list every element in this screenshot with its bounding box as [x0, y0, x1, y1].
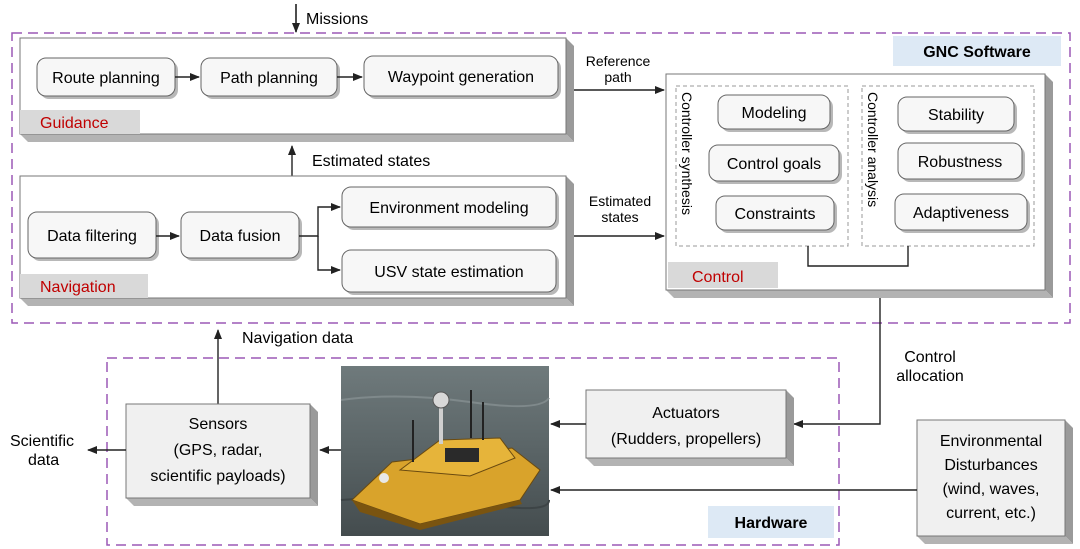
- hardware-label-bg: [708, 506, 834, 538]
- svg-text:(Rudders, propellers): (Rudders, propellers): [611, 431, 761, 448]
- modeling-block: Modeling: [717, 94, 833, 132]
- estimated-states-top-label: Estimated states: [312, 153, 430, 170]
- estimated-states-right-label-1: Estimated: [589, 193, 651, 209]
- svg-text:Robustness: Robustness: [918, 154, 1003, 171]
- reference-path-label-1: Reference: [586, 53, 651, 69]
- svg-text:(wind, waves,: (wind, waves,: [943, 481, 1040, 498]
- svg-text:USV state estimation: USV state estimation: [374, 264, 523, 281]
- svg-text:Stability: Stability: [928, 107, 984, 124]
- svg-text:Sensors: Sensors: [189, 416, 248, 433]
- waypoint-generation-block: Waypoint generation: [363, 55, 561, 99]
- svg-text:Adaptiveness: Adaptiveness: [913, 205, 1009, 222]
- hardware-boundary: [106, 357, 840, 546]
- svg-text:Environmental: Environmental: [940, 433, 1042, 450]
- svg-text:Actuators: Actuators: [652, 405, 720, 422]
- control-allocation-arrow: [793, 298, 881, 428]
- environment-modeling-block: Environment modeling: [341, 186, 559, 230]
- estimated-states-right-label-2: states: [601, 209, 638, 225]
- gnc-software-label: GNC Software: [923, 44, 1031, 61]
- svg-text:Route planning: Route planning: [52, 70, 160, 87]
- controller-analysis-group: [861, 85, 1035, 247]
- navigation-title-bg: [20, 274, 148, 298]
- svg-text:Control goals: Control goals: [727, 156, 821, 173]
- actuators-block: Actuators (Rudders, propellers): [585, 389, 794, 466]
- svg-text:Disturbances: Disturbances: [944, 457, 1037, 474]
- reference-path-label-2: path: [604, 69, 631, 85]
- svg-text:scientific payloads): scientific payloads): [150, 468, 285, 485]
- control-title: Control: [692, 269, 744, 286]
- path-planning-block: Path planning: [200, 57, 340, 99]
- control-goals-block: Control goals: [708, 144, 842, 184]
- control-title-bg: [668, 262, 778, 288]
- arrow-fusion-to-usv-state: [317, 236, 341, 274]
- constraints-block: Constraints: [715, 195, 837, 233]
- controller-analysis-label: Controller analysis: [865, 92, 881, 207]
- gnc-software-boundary: [11, 32, 1071, 324]
- svg-text:Constraints: Constraints: [735, 206, 816, 223]
- navigation-title: Navigation: [40, 279, 116, 296]
- svg-text:Waypoint generation: Waypoint generation: [388, 69, 534, 86]
- control-allocation-label-2: allocation: [896, 368, 964, 385]
- environmental-disturbances-block: Environmental Disturbances (wind, waves,…: [916, 419, 1073, 544]
- usv-photo: [340, 366, 550, 536]
- data-fusion-block: Data fusion: [180, 211, 302, 261]
- controller-synthesis-label: Controller synthesis: [679, 92, 695, 215]
- control-allocation-label-1: Control: [904, 349, 956, 366]
- svg-text:Path planning: Path planning: [220, 70, 318, 87]
- hardware-label: Hardware: [735, 515, 808, 532]
- svg-text:Data fusion: Data fusion: [200, 228, 281, 245]
- gnc-software-label-bg: [893, 36, 1061, 66]
- svg-text:(GPS, radar,: (GPS, radar,: [174, 442, 263, 459]
- scientific-data-label-1: Scientific: [10, 433, 74, 450]
- guidance-title-bg: [20, 110, 140, 134]
- usv-state-estimation-block: USV state estimation: [341, 249, 559, 295]
- arrow-fusion-to-environment: [299, 203, 341, 237]
- controller-synthesis-group: [675, 85, 849, 247]
- sensors-block: Sensors (GPS, radar, scientific payloads…: [125, 403, 318, 506]
- svg-text:current, etc.): current, etc.): [946, 505, 1036, 522]
- route-planning-block: Route planning: [36, 57, 178, 99]
- guidance-title: Guidance: [40, 115, 109, 132]
- svg-text:Modeling: Modeling: [742, 105, 807, 122]
- synthesis-analysis-link: [807, 246, 909, 267]
- data-filtering-block: Data filtering: [27, 211, 159, 261]
- svg-text:Environment modeling: Environment modeling: [369, 200, 528, 217]
- adaptiveness-block: Adaptiveness: [894, 193, 1030, 233]
- navigation-data-label: Navigation data: [242, 330, 353, 347]
- svg-text:Data filtering: Data filtering: [47, 228, 137, 245]
- missions-label: Missions: [306, 11, 368, 28]
- stability-block: Stability: [897, 96, 1017, 134]
- robustness-block: Robustness: [897, 142, 1025, 182]
- scientific-data-label-2: data: [28, 452, 59, 469]
